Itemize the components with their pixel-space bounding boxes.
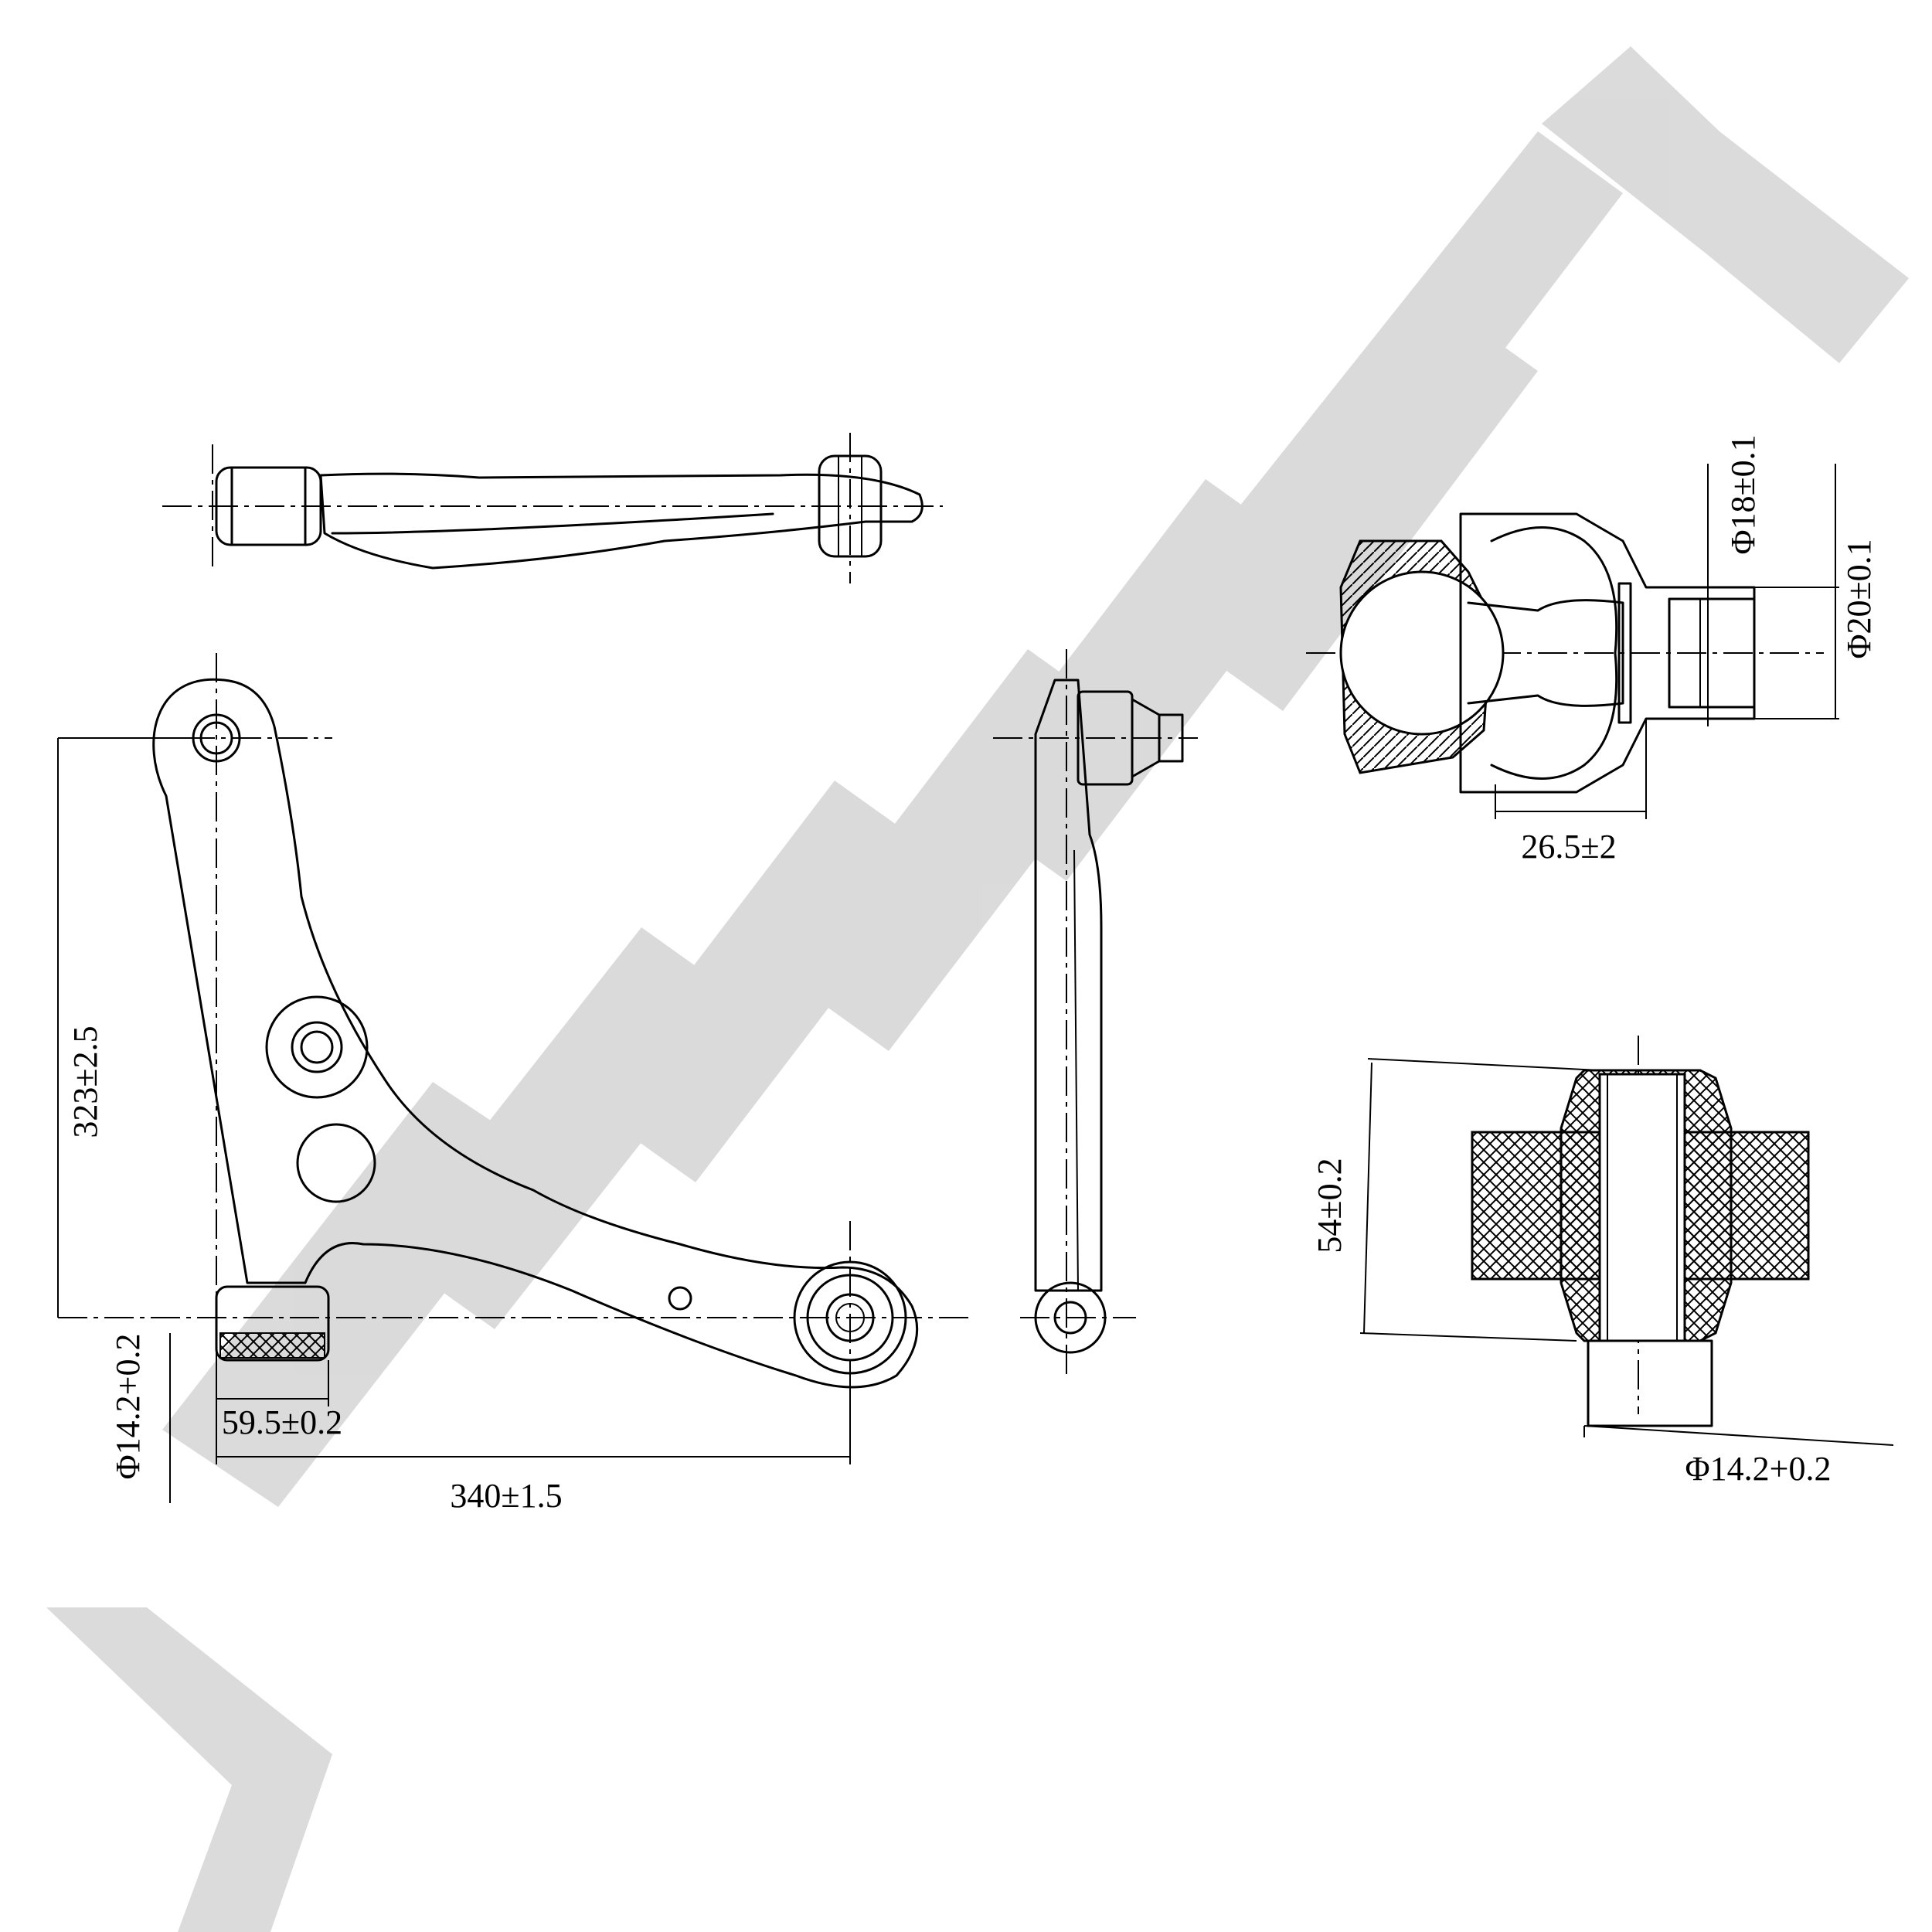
arm-top-view — [162, 433, 943, 583]
dim-ball-diameter-inner: Φ18±0.1 — [1724, 434, 1762, 554]
dim-bushing-width: 59.5±0.2 — [222, 1403, 342, 1441]
dimension-labels: 323±2.5 340±1.5 59.5±0.2 Φ14.2+0.2 Φ18±0… — [66, 434, 1878, 1515]
dim-ball-offset: 26.5±2 — [1521, 828, 1616, 866]
dim-height-main: 323±2.5 — [66, 1026, 104, 1138]
dim-ball-diameter-outer: Φ20±0.1 — [1840, 539, 1878, 658]
ball-joint-section — [1306, 464, 1839, 819]
dim-bushing-length: 54±0.2 — [1311, 1158, 1349, 1253]
dim-bushing-bore: Φ14.2+0.2 — [1685, 1450, 1832, 1488]
arm-front-view — [58, 653, 974, 1414]
dim-width-main: 340±1.5 — [450, 1477, 562, 1515]
dim-pin-diameter-left: Φ14.2+0.2 — [109, 1334, 147, 1480]
dimension-lines — [57, 737, 851, 1503]
watermark-logo — [46, 46, 1909, 1932]
arm-side-view — [993, 649, 1198, 1376]
bushing-section — [1359, 1036, 1894, 1446]
